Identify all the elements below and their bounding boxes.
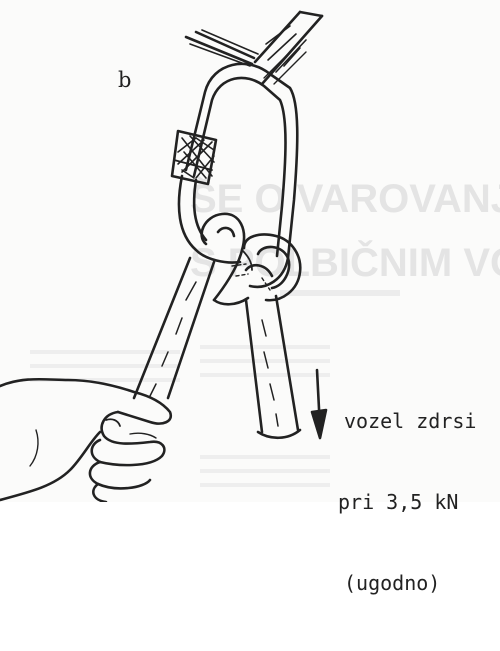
- caption-line-1: vozel zdrsi: [344, 408, 476, 435]
- caption-line-3: (ugodno): [344, 570, 476, 597]
- caption-line-2: pri 3,5 kN: [338, 489, 476, 516]
- hand-icon: [0, 379, 171, 502]
- figure-page: ŠE O VAROVANJU S POLBIČNIM VOZLOM: [0, 0, 500, 502]
- carabiner: [179, 64, 297, 287]
- figure-caption: vozel zdrsi pri 3,5 kN (ugodno): [344, 354, 476, 651]
- munter-hitch-knot: [202, 214, 301, 304]
- arrow-down-icon: [312, 370, 326, 438]
- rope-brake-strand: [134, 258, 214, 398]
- rope-load-strand: [246, 296, 300, 438]
- figure-label: b: [118, 68, 131, 92]
- rope-top-end: [186, 12, 322, 84]
